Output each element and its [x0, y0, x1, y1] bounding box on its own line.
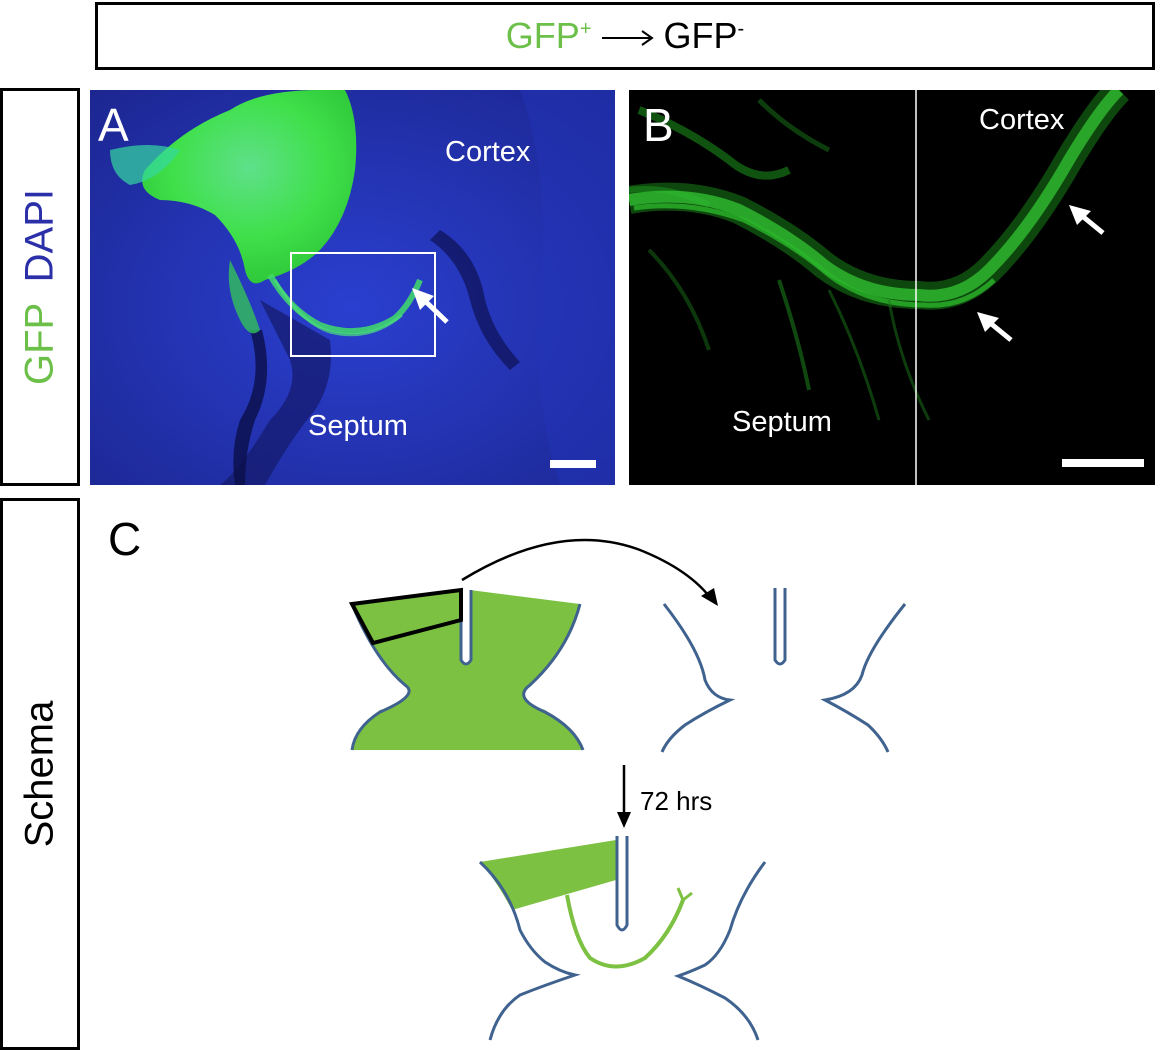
panel-a-letter: A [98, 99, 129, 151]
gfp-positive-label: GFP+ [505, 15, 592, 56]
white-arrow-icon [977, 312, 1013, 342]
explant-cut-box [348, 587, 463, 646]
condition-title: GFP+ GFP- [95, 2, 1155, 70]
transfer-arrow [461, 538, 714, 601]
host-tissue-left [660, 603, 736, 753]
scale-bar-b [1062, 459, 1144, 467]
panel-b: B Cortex Septum [629, 90, 1155, 485]
white-arrow-icon [1069, 205, 1105, 235]
axon-projection [565, 894, 685, 969]
result-midline [615, 836, 629, 932]
panel-c-letter: C [108, 513, 142, 565]
grafted-explant [480, 840, 616, 910]
white-arrow-icon [412, 288, 449, 324]
host-tissue-right [820, 603, 907, 753]
gfp-negative-label: GFP- [663, 15, 745, 56]
right-arrow-icon [600, 15, 656, 57]
scale-bar-a [550, 460, 596, 468]
stain-label-box: GFP DAPI [0, 88, 80, 486]
inset-box [290, 252, 436, 357]
panel-a-cortex-label: Cortex [445, 136, 531, 168]
panel-b-micrograph [629, 90, 1155, 485]
panel-b-cortex-label: Cortex [979, 104, 1065, 136]
panel-a: A Cortex Septum [90, 90, 615, 485]
schema-label-box: Schema [0, 498, 80, 1050]
panel-a-septum-label: Septum [308, 410, 408, 442]
duration-label: 72 hrs [640, 786, 713, 816]
panel-a-micrograph [90, 90, 615, 485]
host-midline [773, 588, 787, 666]
result-tissue-left [478, 860, 581, 1041]
result-tissue-right [673, 861, 767, 1041]
panel-b-septum-label: Septum [732, 406, 832, 438]
panel-b-letter: B [643, 99, 674, 151]
source-tissue [352, 590, 583, 750]
